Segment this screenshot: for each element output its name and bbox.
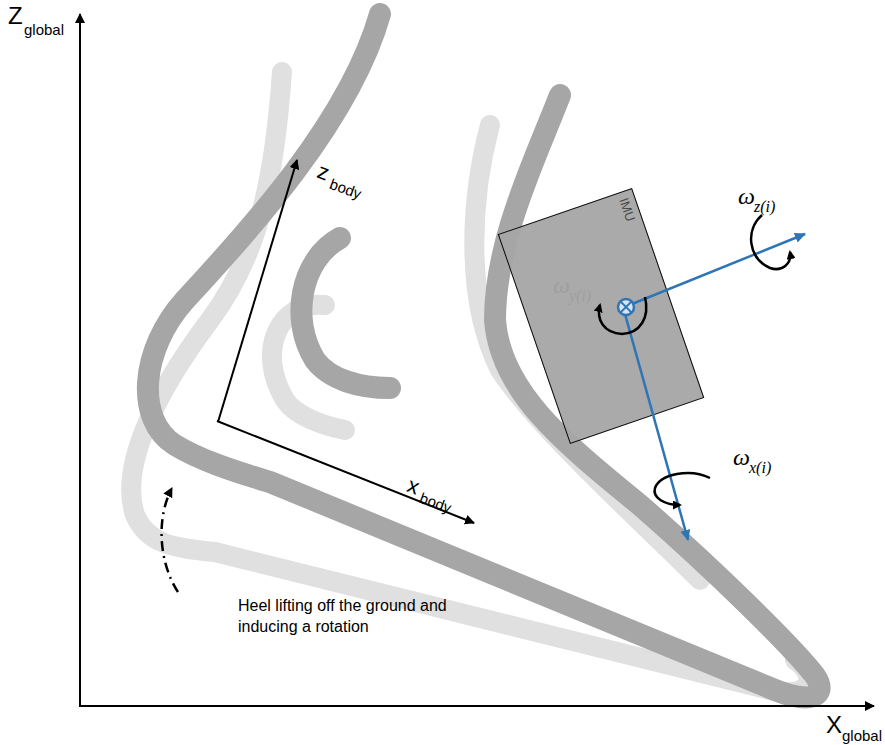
omega-symbol: ω: [733, 445, 750, 469]
body-axes: [217, 160, 474, 523]
omega-symbol: ω: [738, 184, 755, 208]
foot-lifted-outline: [148, 14, 820, 697]
note-text: Heel lifting off the ground and inducing…: [238, 596, 488, 638]
omega-subscript: z(i): [754, 199, 775, 215]
global-axes: [79, 14, 874, 706]
axis-subscript: global: [842, 728, 882, 743]
axis-subscript: body: [418, 490, 454, 515]
foot-flat-outline: [131, 72, 808, 692]
axis-subscript: body: [328, 176, 364, 201]
omega-subscript: x(i): [749, 460, 771, 476]
axis-label: X: [826, 713, 842, 737]
axis-label: Z: [8, 4, 23, 28]
axis-label: x: [404, 474, 422, 498]
axis-subscript: global: [24, 22, 64, 37]
axis-label: z: [314, 160, 332, 184]
imu-label: IMU: [617, 196, 637, 223]
heel-rotation-arrow: [162, 488, 178, 592]
